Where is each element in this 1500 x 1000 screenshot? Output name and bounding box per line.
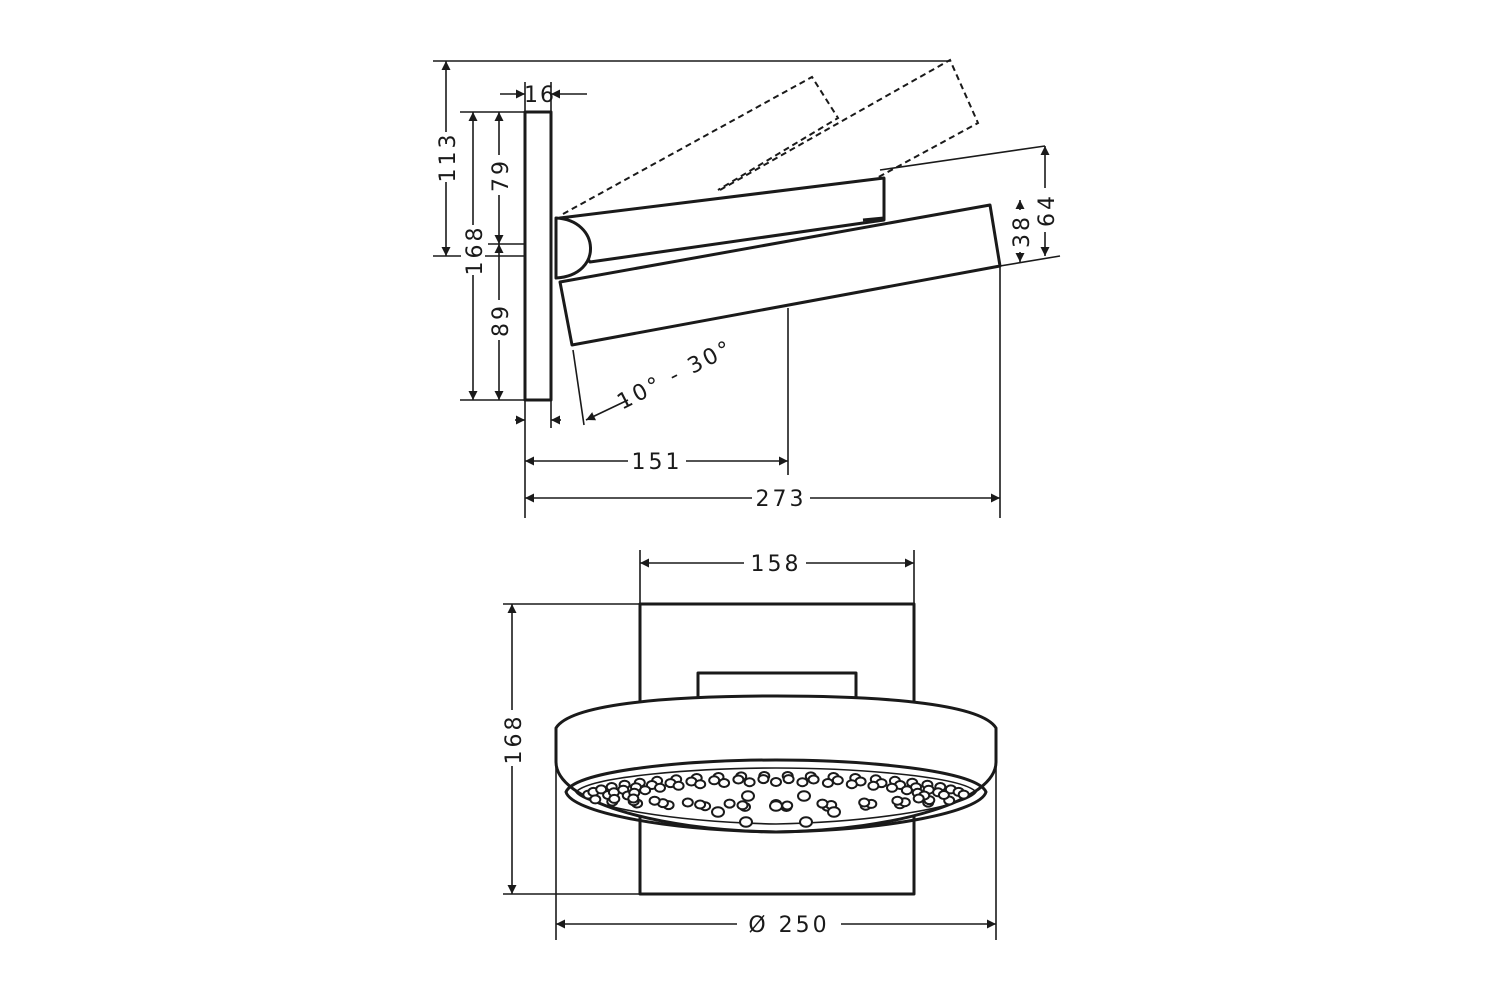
dim-168: 168 xyxy=(463,225,488,276)
nozzle xyxy=(723,798,736,809)
dim-38: 38 xyxy=(1010,214,1035,248)
nozzle xyxy=(589,794,602,805)
nozzle xyxy=(757,774,770,785)
dim-151: 151 xyxy=(632,450,683,475)
nozzle xyxy=(831,775,844,786)
nozzle xyxy=(736,800,749,811)
nozzle xyxy=(781,800,794,811)
nozzle xyxy=(648,795,661,806)
dim-16: 16 xyxy=(524,83,556,108)
nozzle xyxy=(741,790,755,802)
nozzle xyxy=(694,799,707,810)
nozzle xyxy=(639,785,652,796)
pivot-joint xyxy=(554,216,592,280)
nozzle xyxy=(654,782,666,793)
nozzle xyxy=(711,806,725,818)
nozzle xyxy=(681,797,694,808)
front-view: 158 168 Ø 250 xyxy=(500,550,998,940)
tilted-position-outline xyxy=(562,58,980,215)
nozzle xyxy=(672,780,685,791)
nozzle xyxy=(867,780,880,791)
nozzle xyxy=(900,785,913,796)
nozzle xyxy=(957,789,970,800)
nozzle xyxy=(595,784,608,795)
nozzle xyxy=(743,777,756,788)
dim-89: 89 xyxy=(489,303,514,337)
spray-nozzles xyxy=(582,771,970,828)
dim-113: 113 xyxy=(436,132,461,183)
wall-plate xyxy=(523,110,553,402)
nozzle xyxy=(845,779,858,790)
nozzle xyxy=(799,816,813,828)
nozzle xyxy=(796,777,809,788)
nozzle xyxy=(891,795,904,806)
dim-79: 79 xyxy=(489,158,514,192)
nozzle xyxy=(937,790,950,800)
nozzle xyxy=(732,774,745,785)
nozzle xyxy=(770,777,782,787)
dim-273: 273 xyxy=(756,487,807,512)
nozzle xyxy=(858,797,871,808)
nozzle xyxy=(782,774,795,785)
nozzle xyxy=(797,790,811,802)
nozzle xyxy=(718,778,731,788)
nozzle xyxy=(821,778,834,788)
nozzle xyxy=(807,774,820,785)
nozzle xyxy=(886,782,898,793)
nozzle xyxy=(769,800,783,812)
nozzle xyxy=(816,798,829,809)
dim-angle: 10° - 30° xyxy=(613,335,737,415)
nozzle xyxy=(608,793,621,804)
nozzle xyxy=(739,816,753,828)
dim-front-168: 168 xyxy=(502,714,527,765)
dim-250: Ø 250 xyxy=(748,913,829,938)
dim-64: 64 xyxy=(1035,193,1060,227)
nozzle xyxy=(627,793,640,804)
spray-face xyxy=(564,758,988,834)
nozzle xyxy=(912,793,925,804)
nozzle xyxy=(708,775,721,786)
nozzle xyxy=(694,779,707,790)
dim-158: 158 xyxy=(751,552,802,577)
side-view: 113 168 79 89 16 38 64 10° - 30° xyxy=(433,58,1061,518)
nozzle xyxy=(827,806,841,818)
